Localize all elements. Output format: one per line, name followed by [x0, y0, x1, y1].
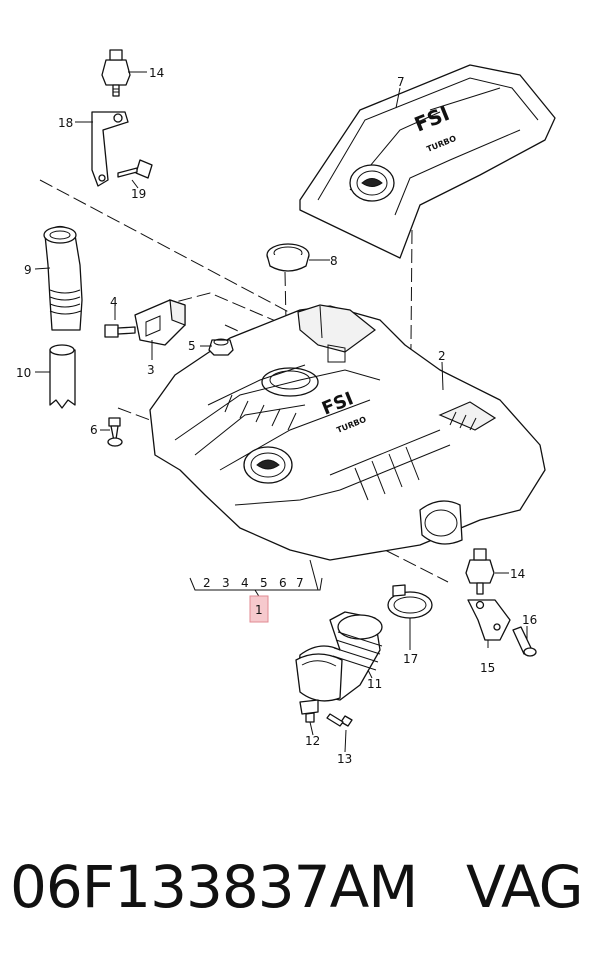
part-9-hose — [43, 225, 83, 331]
part-2-engine-cover-main: FSI TURBO — [149, 304, 546, 561]
part-3-sensor — [134, 299, 186, 346]
callout-1: 1 — [255, 603, 263, 617]
part-15-bracket — [467, 599, 511, 641]
callout-6: 6 — [90, 423, 98, 437]
part-19-screw — [117, 159, 153, 179]
callout-12: 12 — [305, 734, 320, 748]
callout-14-right: 14 — [510, 567, 525, 581]
part-4-bolt — [104, 324, 136, 338]
callout-16: 16 — [522, 613, 537, 627]
part-13-screw — [326, 713, 353, 727]
group-label: 6 — [279, 576, 287, 590]
callout-18: 18 — [58, 116, 73, 130]
callout-3: 3 — [147, 363, 155, 377]
callout-7: 7 — [397, 75, 405, 89]
part-5-grommet-nut — [208, 338, 234, 356]
callout-15: 15 — [480, 661, 495, 675]
callout-4: 4 — [110, 295, 118, 309]
brand-name: VAG — [466, 853, 584, 921]
callout-17: 17 — [403, 652, 418, 666]
callout-8: 8 — [330, 254, 338, 268]
group-label-row: 2 3 4 5 6 7 — [203, 576, 304, 590]
callout-9: 9 — [24, 263, 32, 277]
callout-13: 13 — [337, 752, 352, 766]
part-18-bracket — [91, 111, 129, 187]
group-label: 3 — [222, 576, 230, 590]
group-label: 2 — [203, 576, 211, 590]
part-14-sensor-right — [465, 548, 495, 595]
part-6-screw — [107, 417, 123, 447]
callout-5: 5 — [188, 339, 196, 353]
callout-2: 2 — [438, 349, 446, 363]
callout-1-highlight — [249, 595, 269, 623]
callout-labels: 14 18 19 7 8 9 4 3 5 10 6 2 14 16 15 17 … — [16, 66, 537, 766]
part-14-sensor-top — [101, 49, 131, 97]
part-7-engine-cover-top: FSI TURBO — [299, 64, 556, 259]
callout-10: 10 — [16, 366, 31, 380]
callout-11: 11 — [367, 677, 382, 691]
part-16-bolt — [512, 626, 537, 657]
part-10-sleeve — [49, 344, 76, 409]
leader-lines — [34, 71, 528, 753]
part-number: 06F133837AM — [10, 853, 418, 921]
callout-19: 19 — [131, 187, 146, 201]
group-label: 7 — [296, 576, 304, 590]
part-8-grommet — [266, 243, 310, 272]
part-12-clip — [299, 699, 319, 723]
group-label: 5 — [260, 576, 268, 590]
callout-14-top: 14 — [149, 66, 164, 80]
part-11-air-duct — [295, 611, 383, 702]
group-label: 4 — [241, 576, 249, 590]
part-17-clamp — [387, 584, 433, 619]
